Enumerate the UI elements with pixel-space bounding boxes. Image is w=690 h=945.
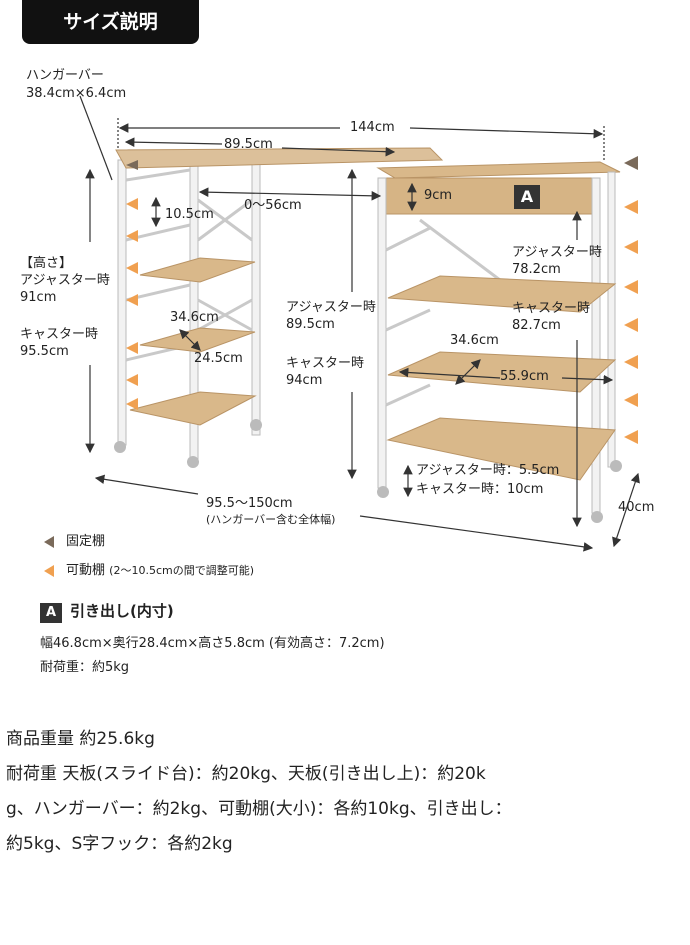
header-tab: サイズ説明 [22, 0, 199, 44]
mid-caster-height: 94cm [286, 373, 323, 388]
right-caster-height: 82.7cm [512, 318, 561, 333]
mid-adj-label: アジャスター時 [286, 300, 376, 315]
big-rack-markers [624, 156, 638, 444]
spec-line-2: 耐荷重 天板(スライド台)：約20kg、天板(引き出し上)：約20k [6, 764, 486, 784]
small-shelf-width-label: 24.5cm [194, 351, 243, 366]
big-shelf-depth-label: 34.6cm [450, 333, 499, 348]
depth-label: 40cm [618, 500, 655, 515]
spec-line-1: 商品重量 約25.6kg [6, 729, 155, 749]
small-rack-markers [126, 160, 138, 410]
movable-shelf-icon [44, 564, 54, 577]
legend-movable: 可動棚 (2〜10.5cmの間で調整可能) [44, 559, 254, 578]
drawer-height-label: 9cm [424, 188, 453, 203]
caster-label: キャスター時 [20, 327, 99, 342]
right-adj-height: 78.2cm [512, 262, 561, 277]
drawer-title-badge: A [40, 603, 62, 623]
spec-line-4: 約5kg、S字フック：各約2kg [6, 834, 233, 854]
right-caster-label: キャスター時 [512, 301, 591, 316]
slide-range-label: 0〜56cm [244, 198, 302, 213]
shelf-gap-label: 10.5cm [165, 207, 214, 222]
mid-caster-label: キャスター時 [286, 356, 365, 371]
dimension-lines [79, 95, 640, 552]
caster-height: 95.5cm [20, 344, 69, 359]
legend-movable-note: (2〜10.5cmの間で調整可能) [109, 564, 254, 577]
fixed-shelf-icon [44, 535, 54, 548]
small-shelf-depth-label: 34.6cm [170, 310, 219, 325]
hanger-name: ハンガーバー [26, 68, 104, 83]
drawer-title-text: 引き出し(内寸) [70, 602, 174, 620]
rack-diagram [79, 95, 640, 552]
legend-movable-label: 可動棚 [66, 563, 106, 578]
right-adj-label: アジャスター時 [512, 245, 602, 260]
big-shelf-width-label: 55.9cm [500, 369, 549, 384]
slide-top [115, 147, 444, 169]
drawer-load: 耐荷重：約5kg [40, 660, 130, 675]
full-width-label: 95.5〜150cm [206, 496, 293, 511]
adj-height: 91cm [20, 290, 57, 305]
adj-label: アジャスター時 [20, 273, 110, 288]
mid-adj-height: 89.5cm [286, 317, 335, 332]
width-total-label: 144cm [350, 120, 395, 135]
spec-line-3: g、ハンガーバー：約2kg、可動棚(大小)：各約10kg、引き出し： [6, 799, 512, 819]
slide-top-width-label: 89.5cm [224, 137, 273, 152]
hanger-size: 38.4cm×6.4cm [26, 86, 127, 101]
bottom-adj-label: アジャスター時：5.5cm [416, 463, 560, 478]
drawer-dims: 幅46.8cm×奥行28.4cm×高さ5.8cm (有効高さ：7.2cm) [40, 636, 385, 651]
drawer-badge: A [514, 185, 540, 209]
legend-fixed-label: 固定棚 [66, 534, 106, 549]
legend-fixed: 固定棚 [44, 530, 105, 549]
small-rack [114, 159, 262, 468]
height-heading: 【高さ】 [20, 256, 73, 271]
full-width-note: (ハンガーバー含む全体幅) [206, 513, 336, 526]
bottom-caster-label: キャスター時：10cm [416, 482, 544, 497]
drawer-title: A 引き出し(内寸) [40, 600, 174, 623]
